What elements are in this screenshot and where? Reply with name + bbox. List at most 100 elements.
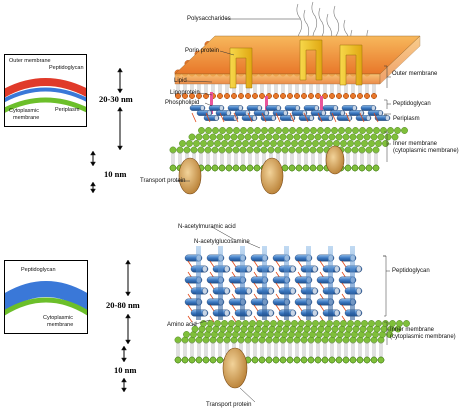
inner-membrane-head [384,133,392,141]
inner-membrane-head [354,140,361,147]
peptidoglycan-upright [306,246,311,320]
inner-membrane-head [382,140,389,147]
peptidoglycan-upright [328,246,333,320]
inner-membrane-lower-head-b [293,356,301,364]
inner-membrane-head [254,127,261,134]
inner-membrane-head [200,140,207,147]
inner-membrane-lower-head [246,164,254,172]
inner-membrane-head [212,127,219,134]
inset-cytoplasmic-label-2: membrane [13,115,40,121]
outer-membrane-top [174,35,421,75]
inner-membrane-head-b [207,320,214,327]
inner-membrane-head [223,133,231,141]
inner-membrane-head [272,133,280,141]
amino-acid-bridge [297,282,303,290]
inner-membrane-head [274,146,282,154]
inset-cytoplasmic-label-1: Cytoplasmic [9,108,39,114]
inner-membrane-head [356,133,364,141]
amino-acid-bridge [275,282,281,290]
peptidoglycan-rod-cap [200,105,205,111]
inner-membrane-head-b [389,320,396,327]
inner-membrane-head [247,127,254,134]
crosslink [219,112,225,123]
inner-membrane-head [265,133,273,141]
inner-membrane-head [361,140,368,147]
dimension-arrow-inner-bottom-head [121,345,127,351]
inner-membrane-head [239,146,247,154]
peptidoglycan-rod-cap [246,265,252,273]
crosslink [233,112,239,123]
inset2-cytoplasmic-label-2: membrane [47,322,74,328]
peptidoglycan-rod-cap [238,105,243,111]
inner-membrane-head-b [228,320,235,327]
inner-membrane-head [237,133,245,141]
outer-membrane-inner-head [231,93,237,99]
inner-membrane-head [359,127,366,134]
inner-membrane-lower-head [169,164,177,172]
leader-line [219,50,235,56]
inner-membrane-head [351,146,359,154]
peptidoglycan-rod-cap [202,287,208,295]
peptidoglycan-rod-cap [290,287,296,295]
porin-protein [299,39,323,81]
inner-membrane-head-b [396,320,403,327]
inner-membrane-lower-head-b [300,356,308,364]
peptidoglycan-rod-cap [252,115,257,121]
inner-membrane-lower-head-b [286,356,294,364]
lipoprotein [320,96,323,118]
outer-membrane-front [174,73,381,85]
inner-membrane-lower-head [344,164,352,172]
outer-membrane-inner-head [273,93,279,99]
peptidoglycan-rod-cap [312,287,318,295]
inner-membrane-head [314,133,322,141]
dimension-arrow-envelope-top-head [117,88,123,94]
inner-membrane-lower-head [302,164,310,172]
inner-membrane-lower-head [365,164,373,172]
inner-membrane-head [218,146,226,154]
inner-membrane-lower-head [253,164,261,172]
inset-arcs [5,78,86,113]
crosslink [261,112,267,123]
peptidoglycan-rod-cap [334,265,340,273]
peptidoglycan-rod-cap [224,265,230,273]
dimension-arrow-inner-top-head [90,150,96,156]
outer-membrane-inner-head [308,93,314,99]
inner-membrane-head-b [277,320,284,327]
amino-acid-bridge [231,304,237,312]
peptidoglycan-rod-cap [312,265,318,273]
inset-arcs-bottom [5,281,87,316]
peptidoglycan-upright [262,246,267,320]
leader-line [211,226,236,241]
label-inner-membrane-top-1: Inner membrane [393,141,438,147]
inner-membrane-head [225,146,233,154]
peptidoglycan-rod-cap [356,287,362,295]
amino-acid-bridge [231,260,237,268]
dimension-arrow-inner-bottom-lower-head [121,387,127,393]
label-amino-acid: Amino acid [167,322,197,328]
inner-membrane-head [358,146,366,154]
outer-membrane-inner-head [217,93,223,99]
inner-membrane-head-b [214,320,221,327]
inner-membrane-head [321,133,329,141]
inner-membrane-head [363,133,371,141]
inner-membrane-head-b [263,320,270,327]
inner-membrane-lower-head-b [377,356,385,364]
amino-acid-bridge [319,304,325,312]
peptidoglycan-rod-cap [226,110,231,116]
leader-line [191,319,211,326]
peptidoglycan-rod-cap [224,287,230,295]
inner-membrane-head [324,127,331,134]
inner-membrane-lower-head-b [181,356,189,364]
peptidoglycan-rod-cap [246,309,252,317]
amino-acid-bridge [253,260,259,268]
peptidoglycan-rod-cap [283,110,288,116]
peptidoglycan-rod-cap [340,110,345,116]
inner-membrane-head [370,133,378,141]
outer-membrane-inner-head [301,93,307,99]
inner-membrane-head-b [333,320,340,327]
amino-acid-bridge [319,282,325,290]
outer-membrane-inner-head [175,93,181,99]
dimension-arrow-inner-top-head [90,161,96,167]
envelope-thickness-top: 20-30 nm [99,94,133,104]
